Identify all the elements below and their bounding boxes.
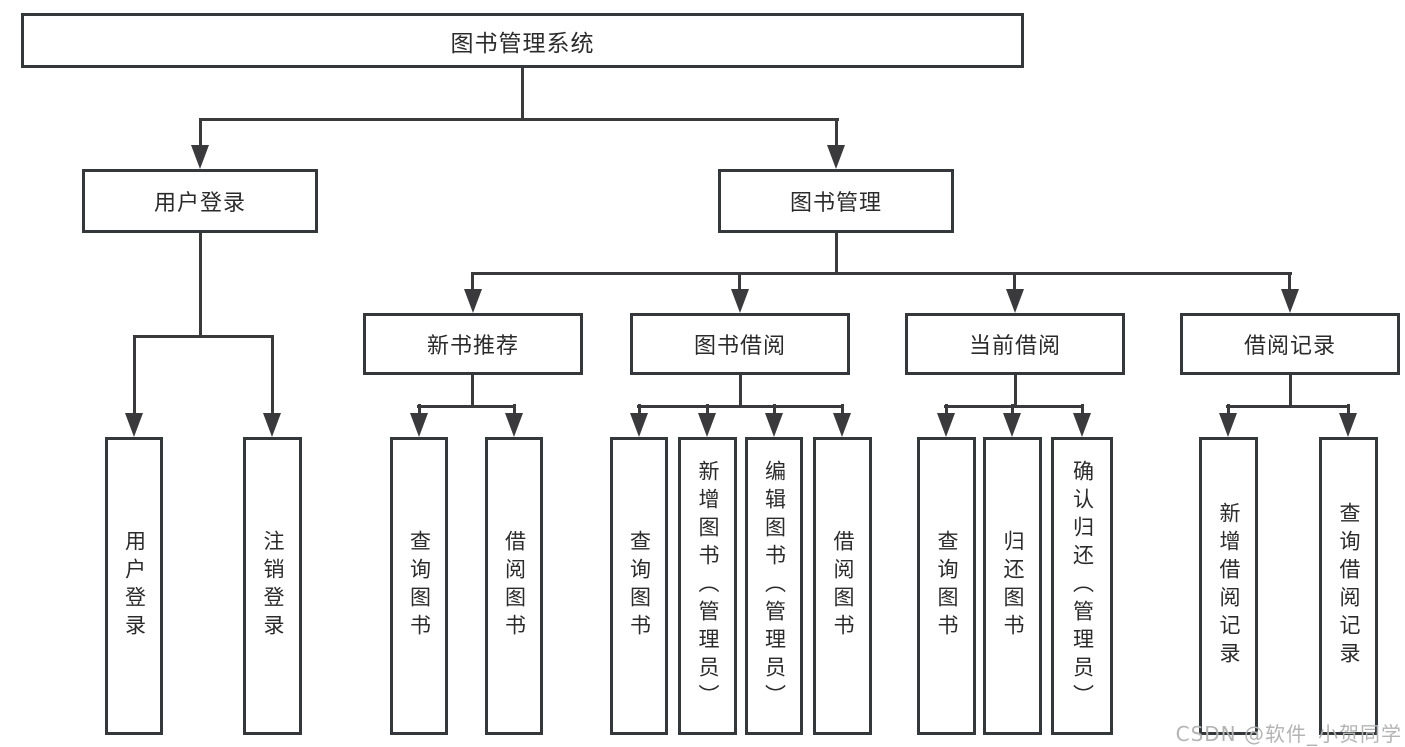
node-borrowing-records: 借阅记录 (1180, 313, 1400, 375)
leaf-bb-query-books: 查询图书 (610, 437, 668, 735)
connector-arm (738, 272, 741, 294)
arrow-down-icon (833, 413, 851, 437)
arrow-down-icon (1219, 413, 1237, 437)
leaf-bb-borrow-books: 借阅图书 (813, 437, 872, 735)
connector-rail (637, 405, 844, 408)
connector-book-mgmt-drop (835, 233, 838, 275)
leaf-cb-query-books: 查询图书 (917, 437, 976, 735)
node-new-book-recommend: 新书推荐 (363, 313, 583, 375)
leaf-br-query-record: 查询借阅记录 (1319, 437, 1378, 735)
connector-arm (1081, 404, 1084, 417)
connector-arm (835, 118, 838, 149)
connector-arm (841, 404, 844, 417)
connector-arm (1288, 272, 1291, 294)
connector-rail (944, 405, 1084, 408)
connector-arm (1227, 404, 1230, 417)
connector-arm (1013, 272, 1016, 294)
connector-arm (199, 118, 202, 149)
arrow-down-icon (125, 413, 143, 437)
arrow-down-icon (630, 413, 648, 437)
arrow-down-icon (1073, 413, 1091, 437)
arrow-down-icon (937, 413, 955, 437)
connector-arm (945, 404, 948, 417)
csdn-watermark: CSDN @软件_小贺同学 (1175, 722, 1402, 746)
arrow-down-icon (1006, 289, 1024, 313)
connector-drop (471, 375, 474, 408)
connector-rail (1226, 405, 1350, 408)
leaf-rec-query-books: 查询图书 (390, 437, 448, 735)
node-book-management: 图书管理 (718, 169, 954, 233)
leaf-bb-edit-books-admin: 编辑图书（管理员） (745, 437, 803, 735)
leaf-user-login: 用户登录 (105, 437, 163, 735)
connector-drop (1014, 375, 1017, 408)
arrow-down-icon (1003, 413, 1021, 437)
arrow-down-icon (1281, 289, 1299, 313)
connector-arm (1011, 404, 1014, 417)
arrow-down-icon (1339, 413, 1357, 437)
leaf-cb-confirm-return-admin: 确认归还（管理员） (1051, 437, 1113, 735)
node-book-management-system: 图书管理系统 (21, 13, 1024, 68)
connector-drop (739, 375, 742, 408)
connector-arm (773, 404, 776, 417)
connector-arm (271, 335, 274, 417)
connector-arm (706, 404, 709, 417)
node-current-borrowing: 当前借阅 (905, 313, 1125, 375)
connector-arm (471, 272, 474, 294)
leaf-br-add-record: 新增借阅记录 (1199, 437, 1258, 735)
connector-arm (513, 404, 516, 417)
connector-arm (418, 404, 421, 417)
node-book-borrowing: 图书借阅 (630, 313, 850, 375)
arrow-down-icon (731, 289, 749, 313)
connector-arm (638, 404, 641, 417)
arrow-down-icon (464, 289, 482, 313)
arrow-down-icon (410, 413, 428, 437)
connector-level3-rail (471, 272, 1292, 275)
leaf-bb-add-books-admin: 新增图书（管理员） (678, 437, 737, 735)
leaf-rec-borrow-books: 借阅图书 (485, 437, 543, 735)
node-user-login: 用户登录 (82, 169, 318, 233)
connector-arm (133, 335, 136, 417)
connector-level2-rail (199, 118, 839, 121)
leaf-cb-return-books: 归还图书 (983, 437, 1042, 735)
connector-user-login-rail (133, 335, 274, 338)
arrow-down-icon (191, 145, 209, 169)
connector-rail (417, 405, 516, 408)
connector-drop (1289, 375, 1292, 408)
arrow-down-icon (827, 145, 845, 169)
connector-arm (1347, 404, 1350, 417)
arrow-down-icon (698, 413, 716, 437)
connector-user-login-drop (199, 233, 202, 338)
arrow-down-icon (765, 413, 783, 437)
arrow-down-icon (263, 413, 281, 437)
leaf-logout: 注销登录 (243, 437, 302, 735)
arrow-down-icon (505, 413, 523, 437)
connector-root-drop (521, 68, 524, 121)
